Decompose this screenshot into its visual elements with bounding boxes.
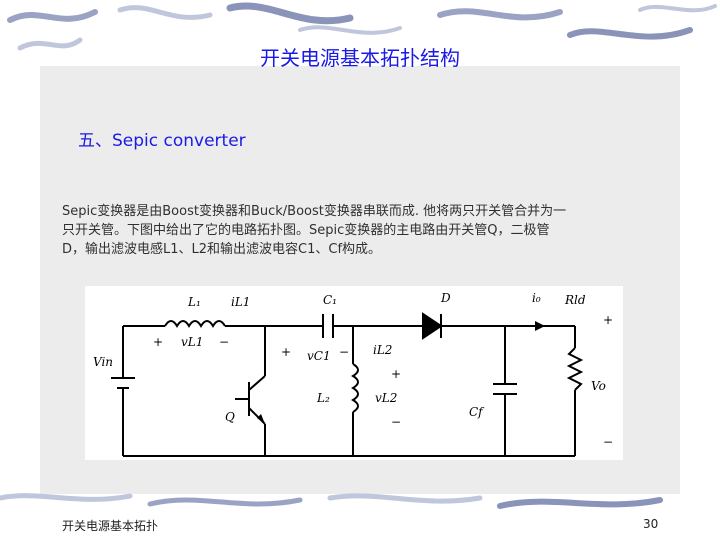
sepic-circuit-diagram: L₁ iL1 vL1 + − C₁ vC1 + − D i₀ Rld Vin Q… xyxy=(85,286,623,460)
description-paragraph: Sepic变换器是由Boost变换器和Buck/Boost变换器串联而成. 他将… xyxy=(62,202,672,259)
label-minus-vl1: − xyxy=(219,335,229,349)
label-l1: L₁ xyxy=(187,295,201,309)
label-vl2: vL2 xyxy=(375,391,397,405)
decorative-wave-bottom xyxy=(0,493,663,509)
paragraph-line: D，输出滤波电感L1、L2和输出滤波电容C1、Cf构成。 xyxy=(62,242,382,257)
label-plus-vo: + xyxy=(603,313,613,327)
diode-d xyxy=(422,312,443,340)
transistor-q xyxy=(235,375,266,425)
label-vo: Vo xyxy=(591,379,606,393)
page-number: 30 xyxy=(643,517,659,531)
label-minus-vl2: − xyxy=(391,415,401,429)
label-il1: iL1 xyxy=(231,295,250,309)
page-title: 开关电源基本拓扑结构 xyxy=(260,46,460,70)
paragraph-line: 只开关管。下图中给出了它的电路拓扑图。Sepic变换器的主电路由开关管Q，二极管 xyxy=(62,223,550,238)
label-minus-vc1: − xyxy=(339,345,349,359)
label-cf: Cf xyxy=(469,405,485,419)
inductor-l2 xyxy=(351,363,359,413)
label-d: D xyxy=(440,291,451,305)
capacitor-c1 xyxy=(322,314,334,338)
label-plus-vl1: + xyxy=(153,335,163,349)
label-vl1: vL1 xyxy=(181,335,203,349)
label-c1: C₁ xyxy=(323,293,337,307)
resistor-rld xyxy=(566,347,584,391)
label-vc1: vC1 xyxy=(307,349,331,363)
label-il2: iL2 xyxy=(373,343,392,357)
footer-caption: 开关电源基本拓扑 xyxy=(62,519,159,533)
section-heading: 五、Sepic converter xyxy=(78,131,246,151)
label-plus-vc1: + xyxy=(281,345,291,359)
label-q: Q xyxy=(225,410,235,424)
inductor-l1 xyxy=(164,320,226,328)
label-l2: L₂ xyxy=(316,391,330,405)
label-minus-vo: − xyxy=(603,435,613,449)
battery-vin xyxy=(111,377,135,389)
label-plus-vl2: + xyxy=(391,367,401,381)
label-vin: Vin xyxy=(93,355,113,369)
label-io: i₀ xyxy=(532,291,541,305)
paragraph-line: Sepic变换器是由Boost变换器和Buck/Boost变换器串联而成. 他将… xyxy=(62,204,567,219)
label-rld: Rld xyxy=(564,293,586,307)
decorative-wave-top xyxy=(7,2,717,51)
capacitor-cf xyxy=(493,383,517,395)
